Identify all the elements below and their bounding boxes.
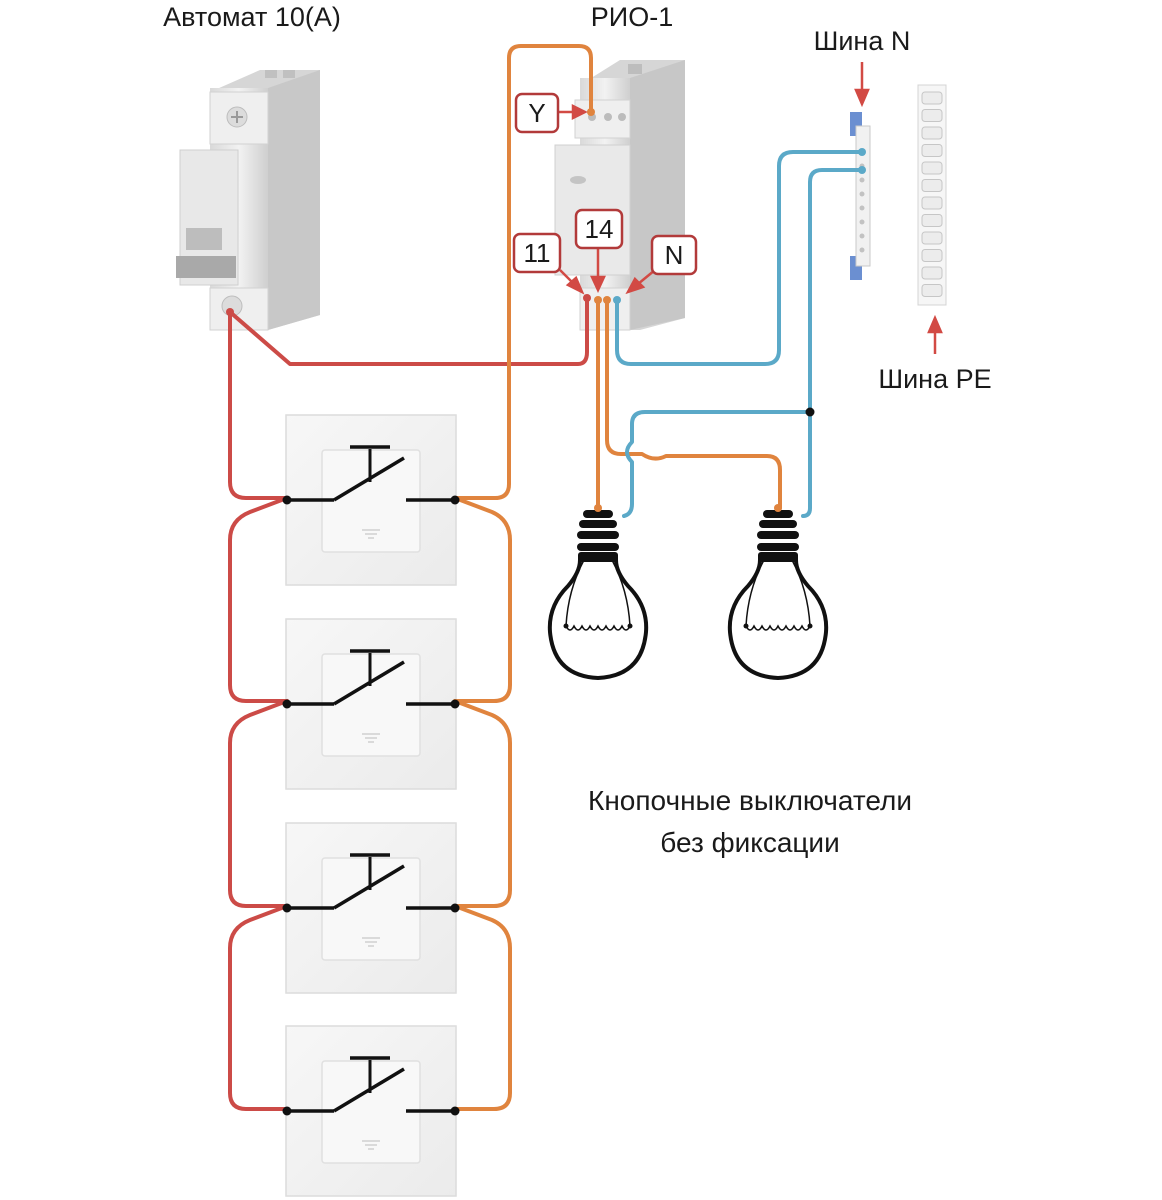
svg-text:Y: Y	[528, 98, 545, 128]
phase-wire-link-3	[228, 904, 289, 1111]
bus-n-screw	[859, 205, 865, 211]
junction-dots	[226, 108, 866, 417]
bulb-lead	[791, 559, 811, 627]
bulb-base-ring	[579, 520, 617, 528]
bus-pe-label: Шина PE	[878, 364, 991, 394]
terminal-tag-14: 14	[574, 208, 624, 250]
switch-terminal-dot	[450, 495, 460, 505]
bulb-base-ring	[577, 543, 619, 551]
bus-n-screw	[859, 219, 865, 225]
switch-terminal-dot	[450, 699, 460, 709]
bus-pe-clamp	[921, 109, 943, 122]
ground-bus	[917, 84, 947, 306]
bulb-filament	[565, 624, 631, 631]
bulb-tip-dot	[774, 504, 782, 512]
switch-terminal-dot	[282, 495, 292, 505]
svg-text:14: 14	[585, 214, 614, 244]
svg-text:N: N	[665, 240, 684, 270]
control-wire-y-loop	[453, 44, 593, 500]
bulb-base-neck	[758, 552, 798, 561]
pointer-arrows	[558, 62, 943, 354]
lamp-wire-right	[605, 298, 782, 510]
switch-terminal-dot	[450, 1106, 460, 1116]
control-wire-link-2	[453, 699, 512, 908]
bulb-glass	[547, 558, 649, 681]
bus-n-screw	[859, 233, 865, 239]
filament-end	[563, 623, 569, 629]
caption-line-1: Кнопочные выключатели	[588, 785, 912, 816]
caption-line-2: без фиксации	[660, 827, 839, 858]
switch-terminal-dot	[282, 1106, 292, 1116]
bulb-base-ring	[759, 520, 797, 528]
neutral-wire-lamp-right	[801, 410, 812, 518]
bus-n-screw	[859, 177, 865, 183]
bus-pe-clamp	[921, 284, 943, 297]
circuit-breaker	[176, 70, 320, 331]
bulb-base-ring	[583, 510, 613, 518]
bulb-base-ring	[577, 531, 619, 539]
svg-text:11: 11	[524, 238, 551, 268]
bulb-filament	[745, 624, 811, 631]
breaker-label: Автомат 10(А)	[163, 2, 341, 32]
control-wire-link-1	[453, 496, 512, 703]
terminal-tag-y: Y	[514, 92, 560, 134]
bus-n-screw	[859, 191, 865, 197]
phase-wire-breaker-down	[228, 310, 289, 500]
pushbutton-symbol	[282, 853, 460, 913]
pushbutton-symbol	[282, 649, 460, 709]
filament-end	[627, 623, 633, 629]
neutral-wire-lamp-left	[622, 410, 812, 518]
bulb-base-ring	[757, 531, 799, 539]
bus-pe-clamp	[921, 214, 943, 227]
bus-n-screw	[859, 247, 865, 253]
filament-end	[743, 623, 749, 629]
bus-pe-clamp	[921, 266, 943, 280]
terminal-tag-n: N	[650, 234, 698, 276]
terminal-tag-11: 11	[512, 232, 562, 274]
bus-pe-clamp	[921, 144, 943, 157]
phase-wire-link-1	[228, 496, 289, 703]
neutral-wire-lamps-bus	[808, 168, 864, 414]
bulb-tip-dot	[594, 504, 602, 512]
bus-pe-clamp	[921, 231, 943, 245]
bulb-glass	[727, 558, 829, 681]
bulb-lead	[565, 559, 585, 627]
wires	[228, 44, 864, 1111]
neutral-bus	[850, 112, 871, 280]
bulb-base-ring	[757, 543, 799, 551]
pushbutton-symbol	[282, 1056, 460, 1116]
bus-n-label: Шина N	[814, 26, 911, 56]
bus-pe-clamp	[921, 126, 943, 140]
bus-pe-clamp	[921, 249, 943, 262]
switch-symbols	[282, 445, 460, 1116]
phase-wire-breaker-to-relay	[228, 296, 589, 366]
light-bulb-icon	[727, 504, 829, 681]
bulb-base-ring	[763, 510, 793, 518]
relay-label: РИО-1	[591, 2, 673, 32]
bus-pe-clamp	[921, 161, 943, 175]
phase-wire-link-2	[228, 699, 289, 908]
bulb-lead	[745, 559, 765, 627]
neutral-wire-relay	[615, 150, 864, 366]
bus-pe-clamp	[921, 196, 943, 210]
lamps	[547, 504, 829, 681]
control-wire-link-3	[453, 904, 512, 1111]
light-bulb-icon	[547, 504, 649, 681]
filament-end	[807, 623, 813, 629]
switch-terminal-dot	[450, 903, 460, 913]
switch-terminal-dot	[282, 903, 292, 913]
pushbutton-symbol	[282, 445, 460, 505]
bus-pe-clamp	[921, 91, 943, 105]
switch-terminal-dot	[282, 699, 292, 709]
bus-pe-clamp	[921, 179, 943, 192]
bulb-lead	[611, 559, 631, 627]
bulb-base-neck	[578, 552, 618, 561]
